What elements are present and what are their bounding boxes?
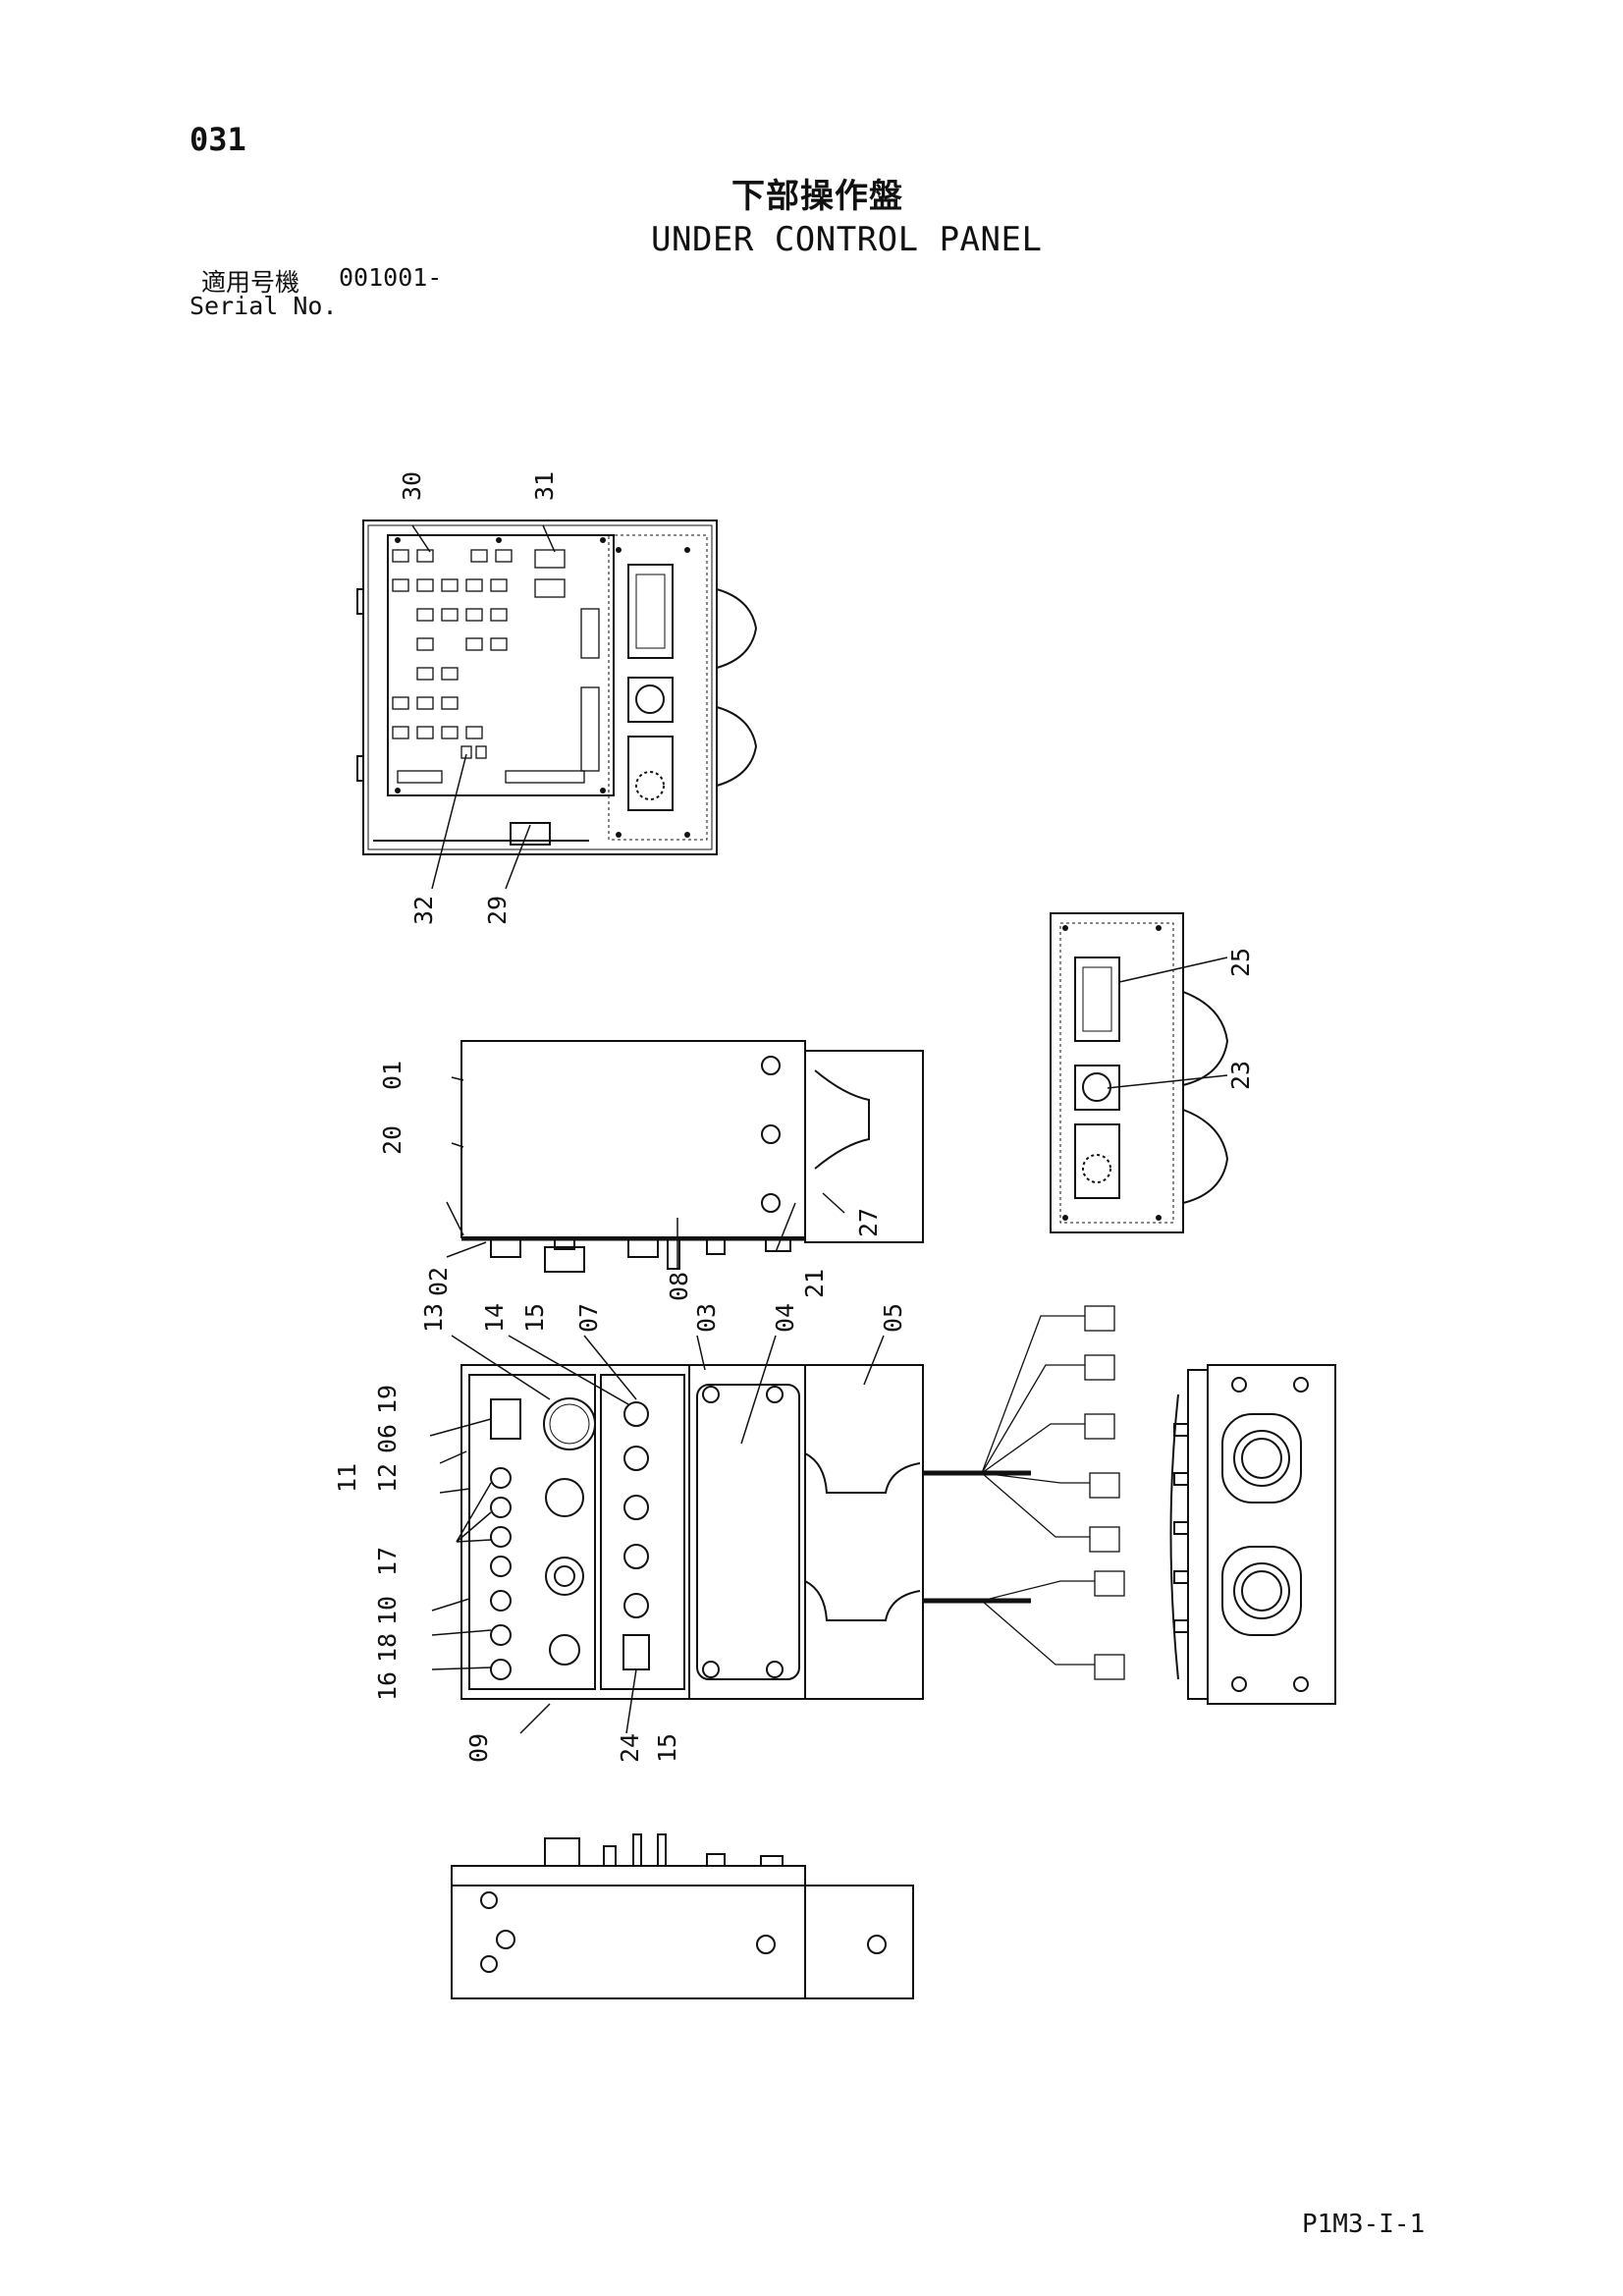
side-view [446,1040,924,1273]
callout-19: 19 [373,1385,402,1414]
end-view [1169,1364,1336,1705]
connector-detail-view [1050,912,1229,1233]
callout-18: 18 [373,1633,402,1663]
callout-15b: 15 [653,1733,681,1763]
callout-07: 07 [574,1303,603,1333]
callout-10: 10 [373,1596,402,1625]
callout-05: 05 [879,1303,907,1333]
callout-08: 08 [665,1272,693,1301]
callout-15a: 15 [520,1303,549,1333]
callout-17: 17 [373,1547,402,1576]
callout-21: 21 [800,1269,829,1298]
callout-20: 20 [378,1125,406,1155]
interior-top-view [356,519,758,890]
callout-14: 14 [480,1303,509,1333]
callout-24: 24 [616,1733,644,1763]
callout-09: 09 [464,1733,493,1763]
page-number: 031 [189,121,246,158]
serial-label-japanese: 適用号機 [201,268,300,297]
page-title: UNDER CONTROL PANEL [651,220,1043,259]
callout-01: 01 [378,1061,406,1090]
callout-32: 32 [409,896,438,925]
callout-25: 25 [1226,948,1255,977]
page-code: P1M3-I-1 [1302,2210,1426,2239]
callout-12: 12 [373,1463,402,1493]
page-title-japanese: 下部操作盤 [731,177,903,216]
callout-13: 13 [419,1303,448,1333]
serial-number-value: 001001- [339,263,443,292]
bottom-view [451,1833,914,1999]
callout-04: 04 [771,1303,799,1333]
callout-23: 23 [1226,1061,1255,1090]
serial-label: Serial No. [189,292,338,320]
callout-27: 27 [854,1208,883,1237]
callout-16: 16 [373,1671,402,1701]
callout-11: 11 [333,1463,361,1493]
callout-03: 03 [692,1303,721,1333]
callout-02: 02 [424,1267,453,1296]
callout-31: 31 [530,471,559,501]
callout-30: 30 [398,471,426,501]
callout-29: 29 [483,896,512,925]
front-panel-view [429,1305,1125,1734]
callout-06: 06 [373,1424,402,1453]
